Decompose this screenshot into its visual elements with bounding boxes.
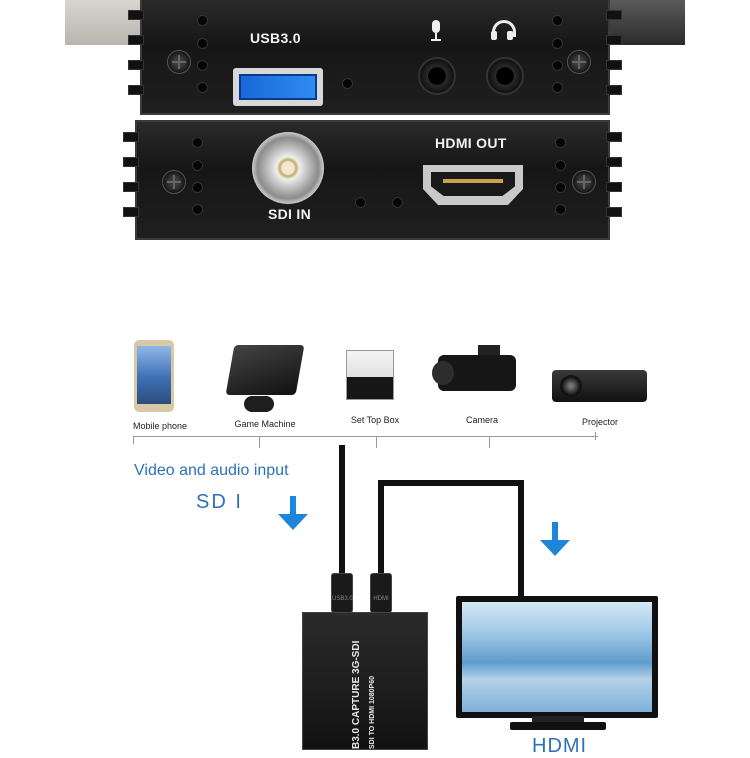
- monitor: [456, 596, 658, 718]
- tick-line: [595, 432, 596, 440]
- hdmi-caption: HDMI: [532, 735, 588, 757]
- device-label-game-machine: Game Machine: [234, 419, 296, 429]
- monitor-screen: [462, 602, 652, 712]
- device-label-set-top-box: Set Top Box: [350, 415, 400, 425]
- devices-group-line: [133, 436, 598, 437]
- camera-icon: [432, 345, 516, 391]
- usb-label: USB3.0: [250, 30, 301, 46]
- screw-icon: [572, 170, 596, 194]
- device-label-mobile-phone: Mobile phone: [132, 421, 188, 431]
- rear-panel-usb: [128, 0, 622, 115]
- screw-icon: [567, 50, 591, 74]
- hdmi-cable: [378, 480, 524, 486]
- set-top-box-icon: [346, 350, 394, 400]
- arrow-down-icon: [276, 496, 310, 538]
- device-label-camera: Camera: [465, 415, 498, 425]
- sdi-bnc-connector: [252, 132, 324, 204]
- hdmi-port: [423, 165, 523, 205]
- gamepad-icon: [244, 396, 274, 412]
- monitor-neck: [532, 716, 584, 724]
- hdmi-plug: HDMI: [370, 573, 392, 613]
- screw-icon: [167, 50, 191, 74]
- tick-line: [376, 436, 377, 448]
- game-console-icon: [225, 345, 305, 395]
- hdmi-cable: [518, 480, 524, 600]
- hdmi-out-label: HDMI OUT: [435, 135, 507, 151]
- projector-icon: [552, 370, 647, 402]
- headphones-icon: [490, 20, 516, 42]
- usb-port: [233, 68, 323, 106]
- usb-plug: USB3.0: [331, 573, 353, 613]
- arrow-down-icon: [538, 522, 572, 564]
- input-caption: Video and audio input: [134, 462, 289, 479]
- device-model-subtext: SDI TO HDMI 1080P60: [369, 675, 376, 749]
- rear-panel-sdi-hdmi: [123, 120, 622, 240]
- sdi-cable: [339, 445, 345, 575]
- capture-device: B3.0 CAPTURE 3G-SDI SDI TO HDMI 1080P60: [302, 612, 428, 750]
- hdmi-plug-label: HDMI: [373, 596, 389, 602]
- usb-plug-label: USB3.0: [332, 596, 353, 602]
- headphone-jack: [486, 57, 524, 95]
- screw-icon: [162, 170, 186, 194]
- tick-line: [489, 436, 490, 448]
- sdi-caption: SD I: [196, 491, 243, 513]
- mobile-phone-icon: [134, 340, 174, 412]
- microphone-icon: [429, 20, 443, 44]
- device-label-projector: Projector: [581, 417, 618, 427]
- mic-jack: [418, 57, 456, 95]
- tick-line: [133, 436, 134, 444]
- tick-line: [259, 436, 260, 448]
- monitor-base: [510, 722, 606, 730]
- device-model-text: B3.0 CAPTURE 3G-SDI: [351, 640, 362, 749]
- sdi-in-label: SDI IN: [268, 206, 312, 222]
- hdmi-cable: [378, 480, 384, 575]
